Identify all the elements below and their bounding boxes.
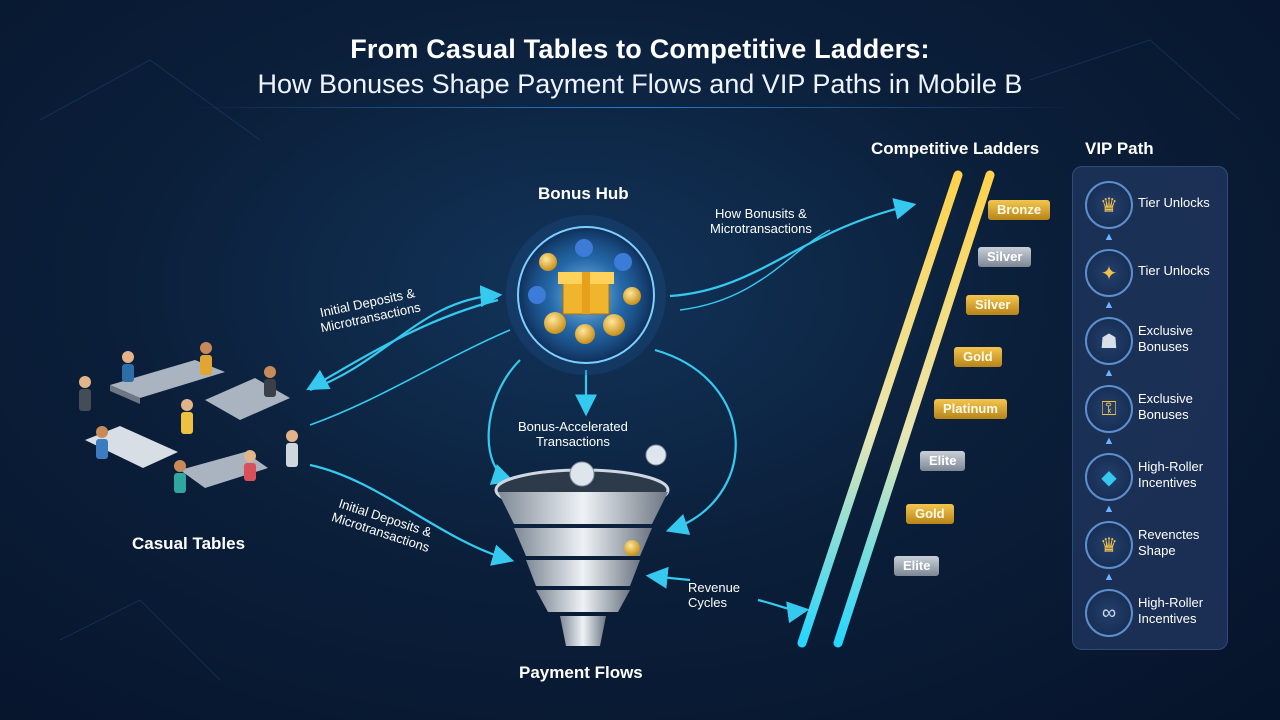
flow-accelerated-label: Bonus-Accelerated Transactions	[518, 419, 628, 449]
arrow-revenue-to-ladder	[757, 598, 810, 624]
crown-icon: ♛	[1085, 181, 1133, 229]
vip-path-item: ∞High-Roller Incentives	[1085, 589, 1225, 637]
ladder-tier-tag: Silver	[966, 295, 1020, 315]
vip-path-item: ☗Exclusive Bonuses	[1085, 317, 1225, 365]
vip-path-arrow-icon: ▲	[1103, 503, 1115, 515]
vip-path-label: VIP Path	[1085, 139, 1154, 158]
bonus-hub-illustration	[506, 215, 666, 375]
vip-path-arrow-icon: ▲	[1103, 571, 1115, 583]
arrow-tables-to-hub	[309, 285, 503, 392]
vip-path-item: ♛Revenctes Shape	[1085, 521, 1225, 569]
crown-icon: ♛	[1085, 521, 1133, 569]
arrow-tables-to-funnel	[309, 463, 515, 566]
title-line-2: How Bonuses Shape Payment Flows and VIP …	[257, 69, 1023, 99]
bonus-hub-label: Bonus Hub	[538, 184, 629, 203]
vip-path-item-label: Exclusive Bonuses	[1138, 323, 1193, 354]
arrow-funnel-to-hub-left	[487, 359, 521, 485]
gift-icon: ☗	[1085, 317, 1133, 365]
vip-path-item-label: High-Roller Incentives	[1138, 459, 1204, 490]
title-line-1: From Casual Tables to Competitive Ladder…	[350, 34, 930, 64]
ladder-tier-tag: Elite	[920, 451, 966, 471]
ladder-tier-tag: Gold	[906, 504, 954, 524]
vip-path-arrow-icon: ▲	[1103, 231, 1115, 243]
vip-path-item: ✦ Tier Unlocks	[1085, 249, 1225, 297]
arrow-revenue-to-funnel	[645, 566, 691, 589]
title-divider	[190, 107, 1080, 108]
arrow-hub-to-tables	[306, 298, 499, 391]
vip-path-arrow-icon: ▲	[1103, 299, 1115, 311]
vip-path-item-label: Tier Unlocks	[1138, 263, 1210, 278]
chain-icon: ∞	[1085, 589, 1133, 637]
vip-path-item-label: Tier Unlocks	[1138, 195, 1210, 210]
ticket-icon: ◆	[1085, 453, 1133, 501]
ladder-tier-tag: Elite	[894, 556, 940, 576]
vip-path-item-label: Revenctes Shape	[1138, 527, 1200, 558]
vip-path-item: ⚿Exclusive Bonuses	[1085, 385, 1225, 433]
puzzle-icon: ✦	[1085, 249, 1133, 297]
arrow-tables-mid	[309, 329, 511, 426]
arrow-hub-to-ladder-2	[679, 229, 831, 311]
vip-path-arrow-icon: ▲	[1103, 435, 1115, 447]
vip-path-arrow-icon: ▲	[1103, 367, 1115, 379]
page-title: From Casual Tables to Competitive Ladder…	[0, 34, 1280, 100]
key-icon: ⚿	[1085, 385, 1133, 433]
arrow-hub-to-funnel-right	[654, 348, 737, 535]
casual-tables-illustration	[79, 342, 298, 493]
ladder-tier-tag: Silver	[978, 247, 1032, 267]
vip-path-item-label: Exclusive Bonuses	[1138, 391, 1193, 422]
payment-flows-label: Payment Flows	[519, 663, 643, 682]
flow-revenue-label: Revenue Cycles	[688, 580, 741, 610]
ladder-tier-tag: Bronze	[988, 200, 1051, 220]
ladder-tier-tag: Platinum	[934, 399, 1007, 419]
payment-funnel-illustration	[494, 444, 670, 646]
background-network	[39, 39, 1241, 681]
vip-path-item: ◆High-Roller Incentives	[1085, 453, 1225, 501]
competitive-ladder	[797, 170, 995, 648]
vip-path-panel: ♛ Tier Unlocks ▲ ✦ Tier Unlocks ▲ ☗Exclusive B…	[1072, 166, 1228, 650]
vip-path-item: ♛ Tier Unlocks	[1085, 181, 1225, 229]
casual-tables-label: Casual Tables	[132, 534, 246, 553]
vip-path-item-label: High-Roller Incentives	[1138, 595, 1204, 626]
ladder-tier-tag: Gold	[954, 347, 1002, 367]
flow-bonus-micro-label: How Bonusits & Microtransactions	[710, 206, 812, 236]
arrow-hub-to-ladder	[669, 198, 917, 298]
competitive-ladders-label: Competitive Ladders	[871, 139, 1040, 158]
